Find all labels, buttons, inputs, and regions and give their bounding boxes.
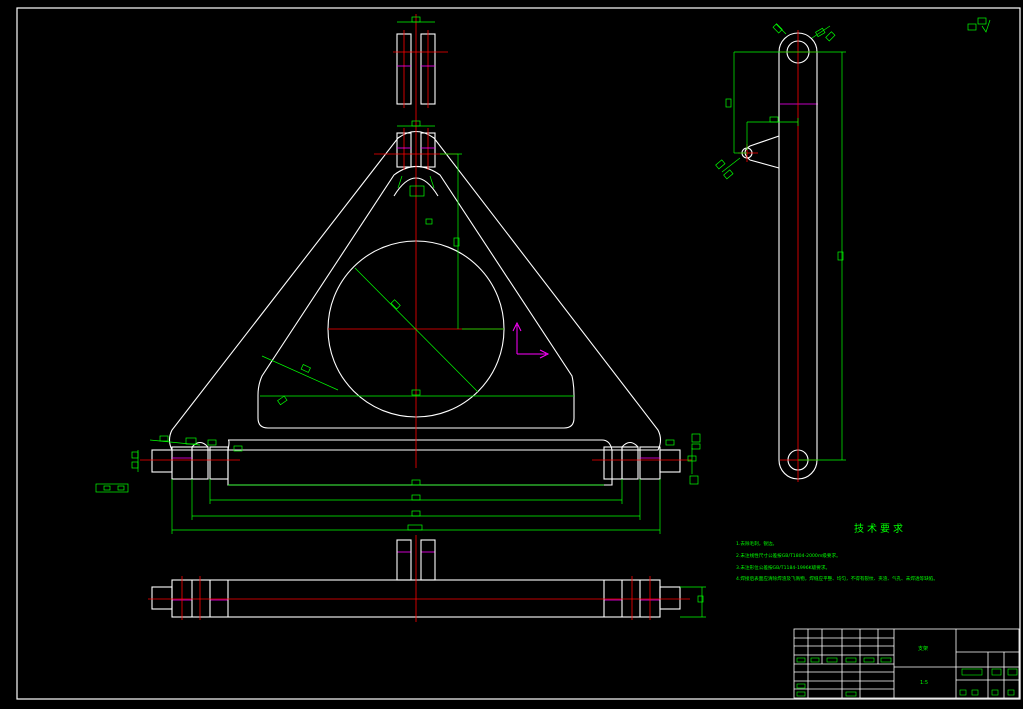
note-line: 1.去除毛刺，锐边。 xyxy=(736,542,778,547)
top-view-centerlines xyxy=(148,535,690,622)
left-boss-3 xyxy=(209,446,229,480)
title-block xyxy=(793,628,1020,699)
technical-requirements-title: 技术要求 xyxy=(854,524,906,535)
top-view-left-end xyxy=(151,586,173,610)
side-view xyxy=(741,32,818,480)
top-view-dimensions xyxy=(680,586,706,618)
left-boss-1 xyxy=(171,446,193,480)
right-boss-3 xyxy=(603,446,623,480)
note-line: 4.焊接后表面应清除焊渣及飞溅物，焊缝应平整、均匀，不得有裂纹、夹渣、气孔、未焊… xyxy=(736,577,938,582)
top-view-lug-right xyxy=(420,539,436,581)
right-boss-2 xyxy=(621,446,639,480)
frame-inner-pocket xyxy=(257,165,575,429)
top-view-lug-left xyxy=(396,539,412,581)
side-view-dimensions xyxy=(715,17,991,461)
hidden-lines xyxy=(172,65,818,601)
note-line: 3.未注形位公差按GB/T1184-1996K级要求。 xyxy=(736,566,831,571)
title-block-fields xyxy=(796,657,1018,697)
right-end-block xyxy=(659,449,681,473)
drawing-border xyxy=(16,7,1021,700)
left-notch xyxy=(191,441,209,448)
title-block-scale: 1:5 xyxy=(920,680,929,686)
frame-outer-contour xyxy=(168,130,662,451)
right-boss-1 xyxy=(639,446,661,480)
bottom-bar xyxy=(227,439,613,486)
front-view-centerlines xyxy=(140,14,692,468)
side-bracket xyxy=(744,135,780,169)
ucs-axis-icon xyxy=(512,321,550,359)
front-view-dimensions xyxy=(95,16,701,534)
side-view-centerlines xyxy=(738,30,818,482)
top-view-right-end xyxy=(659,586,681,610)
right-notch xyxy=(621,441,639,448)
title-block-part-name: 支架 xyxy=(918,646,929,652)
note-line: 2.未注线性尺寸公差按GB/T1804-2000m级要求。 xyxy=(736,554,841,559)
left-boss-2 xyxy=(191,446,209,480)
left-end-block xyxy=(151,449,173,473)
